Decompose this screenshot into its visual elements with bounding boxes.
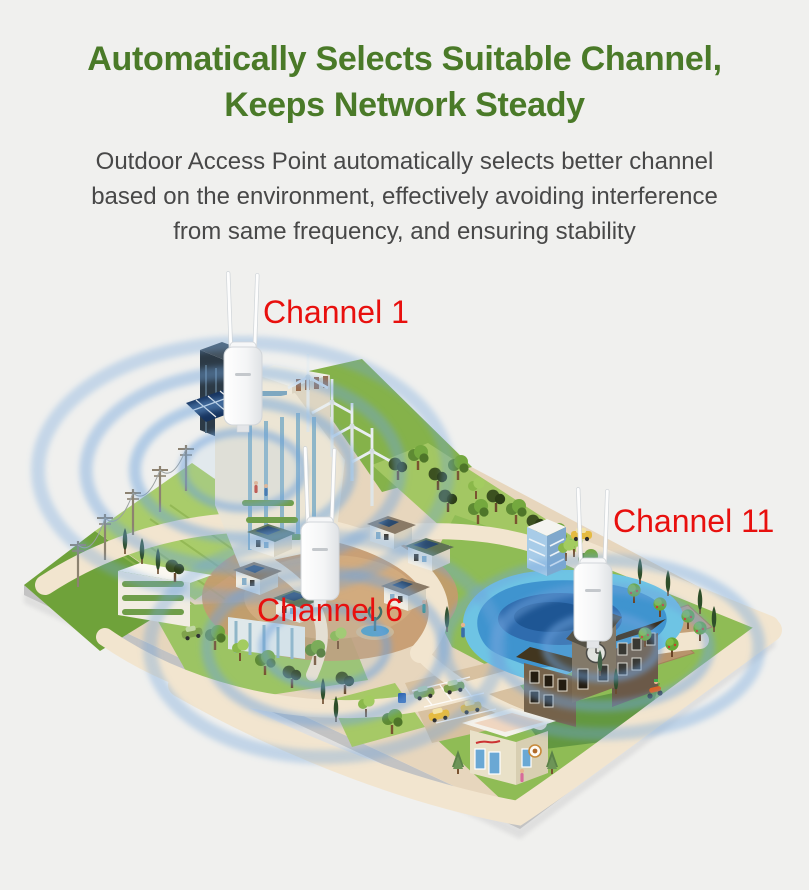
access-point-1 — [223, 270, 263, 433]
description-line-1: Outdoor Access Point automatically selec… — [95, 148, 714, 175]
channel-1-label: Channel 1 — [263, 294, 409, 330]
page-description: Outdoor Access Point automatically selec… — [0, 144, 809, 249]
channel-selection-illustration: Channel 1 Channel 6 Channel 11 — [24, 270, 782, 839]
title-line-2: Keeps Network Steady — [224, 86, 585, 124]
channel-6-label: Channel 6 — [257, 592, 403, 628]
person — [520, 769, 524, 782]
person — [460, 622, 466, 638]
description-line-3: from same frequency, and ensuring stabil… — [173, 218, 636, 245]
shop-sign — [475, 740, 501, 744]
channel-11-label: Channel 11 — [613, 503, 774, 539]
title-line-1: Automatically Selects Suitable Channel, — [87, 40, 722, 78]
access-point-3 — [573, 486, 613, 649]
field-dark-corner — [24, 531, 188, 651]
page-title: Automatically Selects Suitable Channel, … — [0, 36, 809, 128]
description-line-2: based on the environment, effectively av… — [91, 183, 718, 210]
header: Automatically Selects Suitable Channel, … — [0, 0, 809, 249]
